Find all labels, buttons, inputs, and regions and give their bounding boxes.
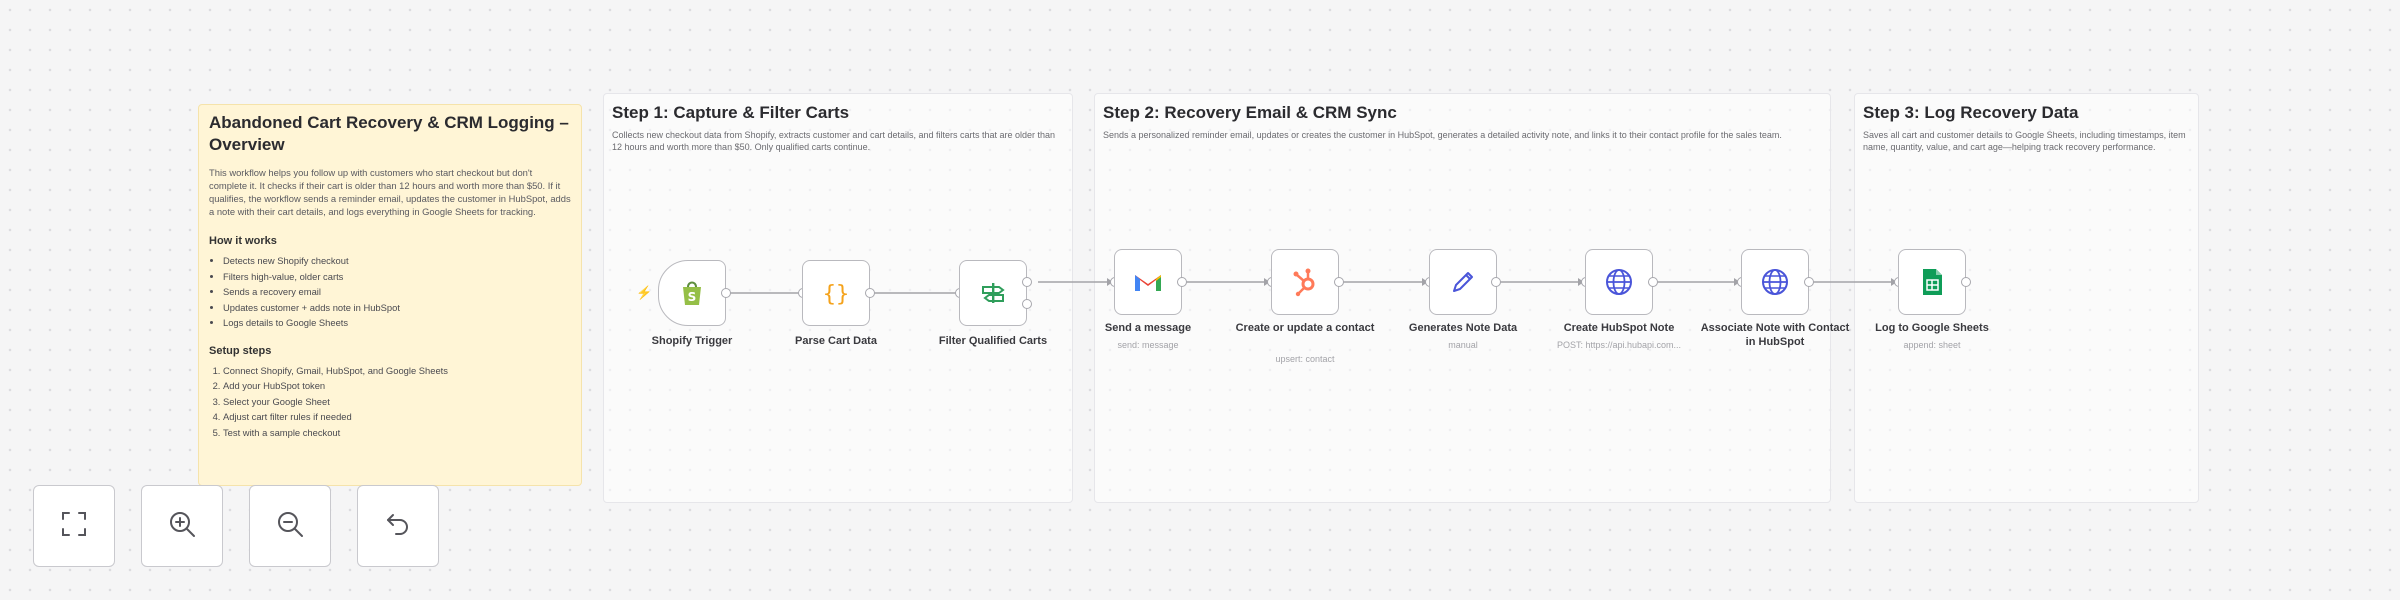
list-item: Logs details to Google Sheets <box>223 315 571 331</box>
list-item: Test with a sample checkout <box>223 425 571 441</box>
how-it-works-list: Detects new Shopify checkout Filters hig… <box>209 253 571 331</box>
list-item: Add your HubSpot token <box>223 378 571 394</box>
step1-title: Step 1: Capture & Filter Carts <box>612 103 850 122</box>
step1-description: Collects new checkout data from Shopify,… <box>612 130 1056 152</box>
output-handle-true[interactable] <box>1022 277 1032 287</box>
svg-text:{}: {} <box>823 282 850 306</box>
overview-title: Abandoned Cart Recovery & CRM Logging – … <box>209 113 569 154</box>
node-sublabel: upsert: contact <box>1275 354 1335 364</box>
zoom-out-icon <box>275 509 305 544</box>
node-shopify-trigger[interactable]: S <box>658 260 726 326</box>
node-label: Parse Cart Data <box>795 335 877 347</box>
svg-text:S: S <box>688 290 697 304</box>
reset-zoom-button[interactable] <box>357 485 439 567</box>
output-handle-false[interactable] <box>1022 299 1032 309</box>
list-item: Detects new Shopify checkout <box>223 253 571 269</box>
undo-icon <box>383 509 413 544</box>
output-handle[interactable] <box>1961 277 1971 287</box>
step3-description: Saves all cart and customer details to G… <box>1863 130 2186 152</box>
step3-title: Step 3: Log Recovery Data <box>1863 103 2079 122</box>
node-label: Create or update a contact <box>1235 322 1375 334</box>
gmail-icon <box>1133 271 1163 293</box>
node-parse-cart-data[interactable]: {} <box>802 260 870 326</box>
fit-view-icon <box>59 509 89 544</box>
how-it-works-heading: How it works <box>209 235 277 247</box>
setup-steps-list: Connect Shopify, Gmail, HubSpot, and Goo… <box>209 363 571 441</box>
step2-title: Step 2: Recovery Email & CRM Sync <box>1103 103 1397 122</box>
node-label: Shopify Trigger <box>651 335 733 347</box>
list-item: Connect Shopify, Gmail, HubSpot, and Goo… <box>223 363 571 379</box>
hubspot-icon <box>1290 267 1320 297</box>
list-item: Select your Google Sheet <box>223 394 571 410</box>
list-item: Updates customer + adds note in HubSpot <box>223 300 571 316</box>
list-item: Sends a recovery email <box>223 284 571 300</box>
node-associate-note-with-contact[interactable] <box>1741 249 1809 315</box>
list-item: Filters high-value, older carts <box>223 269 571 285</box>
shopify-icon: S <box>679 279 705 307</box>
node-sublabel: append: sheet <box>1903 340 1961 350</box>
google-sheets-icon <box>1920 267 1944 297</box>
node-label: Filter Qualified Carts <box>938 335 1048 347</box>
list-item: Adjust cart filter rules if needed <box>223 409 571 425</box>
node-filter-qualified-carts[interactable] <box>959 260 1027 326</box>
output-handle[interactable] <box>721 288 731 298</box>
node-label: Log to Google Sheets <box>1875 322 1989 334</box>
overview-sticky-note[interactable]: Abandoned Cart Recovery & CRM Logging – … <box>198 104 582 486</box>
node-generates-note-data[interactable] <box>1429 249 1497 315</box>
zoom-to-fit-button[interactable] <box>33 485 115 567</box>
output-handle[interactable] <box>1491 277 1501 287</box>
node-log-to-google-sheets[interactable] <box>1898 249 1966 315</box>
node-create-or-update-contact[interactable] <box>1271 249 1339 315</box>
node-sublabel: send: message <box>1117 340 1179 350</box>
node-sublabel: POST: https://api.hubapi.com... <box>1556 340 1682 350</box>
code-braces-icon: {} <box>820 280 852 306</box>
zoom-in-button[interactable] <box>141 485 223 567</box>
pencil-icon <box>1449 268 1477 296</box>
output-handle[interactable] <box>1804 277 1814 287</box>
node-label: Create HubSpot Note <box>1563 322 1675 334</box>
overview-description: This workflow helps you follow up with c… <box>209 167 571 217</box>
node-label: Generates Note Data <box>1408 322 1518 334</box>
node-create-hubspot-note[interactable] <box>1585 249 1653 315</box>
step2-description: Sends a personalized reminder email, upd… <box>1103 130 1782 140</box>
trigger-bolt-icon: ⚡ <box>636 285 653 300</box>
globe-icon <box>1604 267 1634 297</box>
output-handle[interactable] <box>1334 277 1344 287</box>
filter-signpost-icon <box>979 279 1007 307</box>
zoom-out-button[interactable] <box>249 485 331 567</box>
globe-icon <box>1760 267 1790 297</box>
node-sublabel: manual <box>1448 340 1478 350</box>
node-label: Send a message <box>1104 322 1192 334</box>
node-label: Associate Note with Contact in HubSpot <box>1700 322 1850 348</box>
output-handle[interactable] <box>1648 277 1658 287</box>
output-handle[interactable] <box>1177 277 1187 287</box>
output-handle[interactable] <box>865 288 875 298</box>
setup-steps-heading: Setup steps <box>209 344 272 357</box>
zoom-in-icon <box>167 509 197 544</box>
node-send-a-message[interactable] <box>1114 249 1182 315</box>
